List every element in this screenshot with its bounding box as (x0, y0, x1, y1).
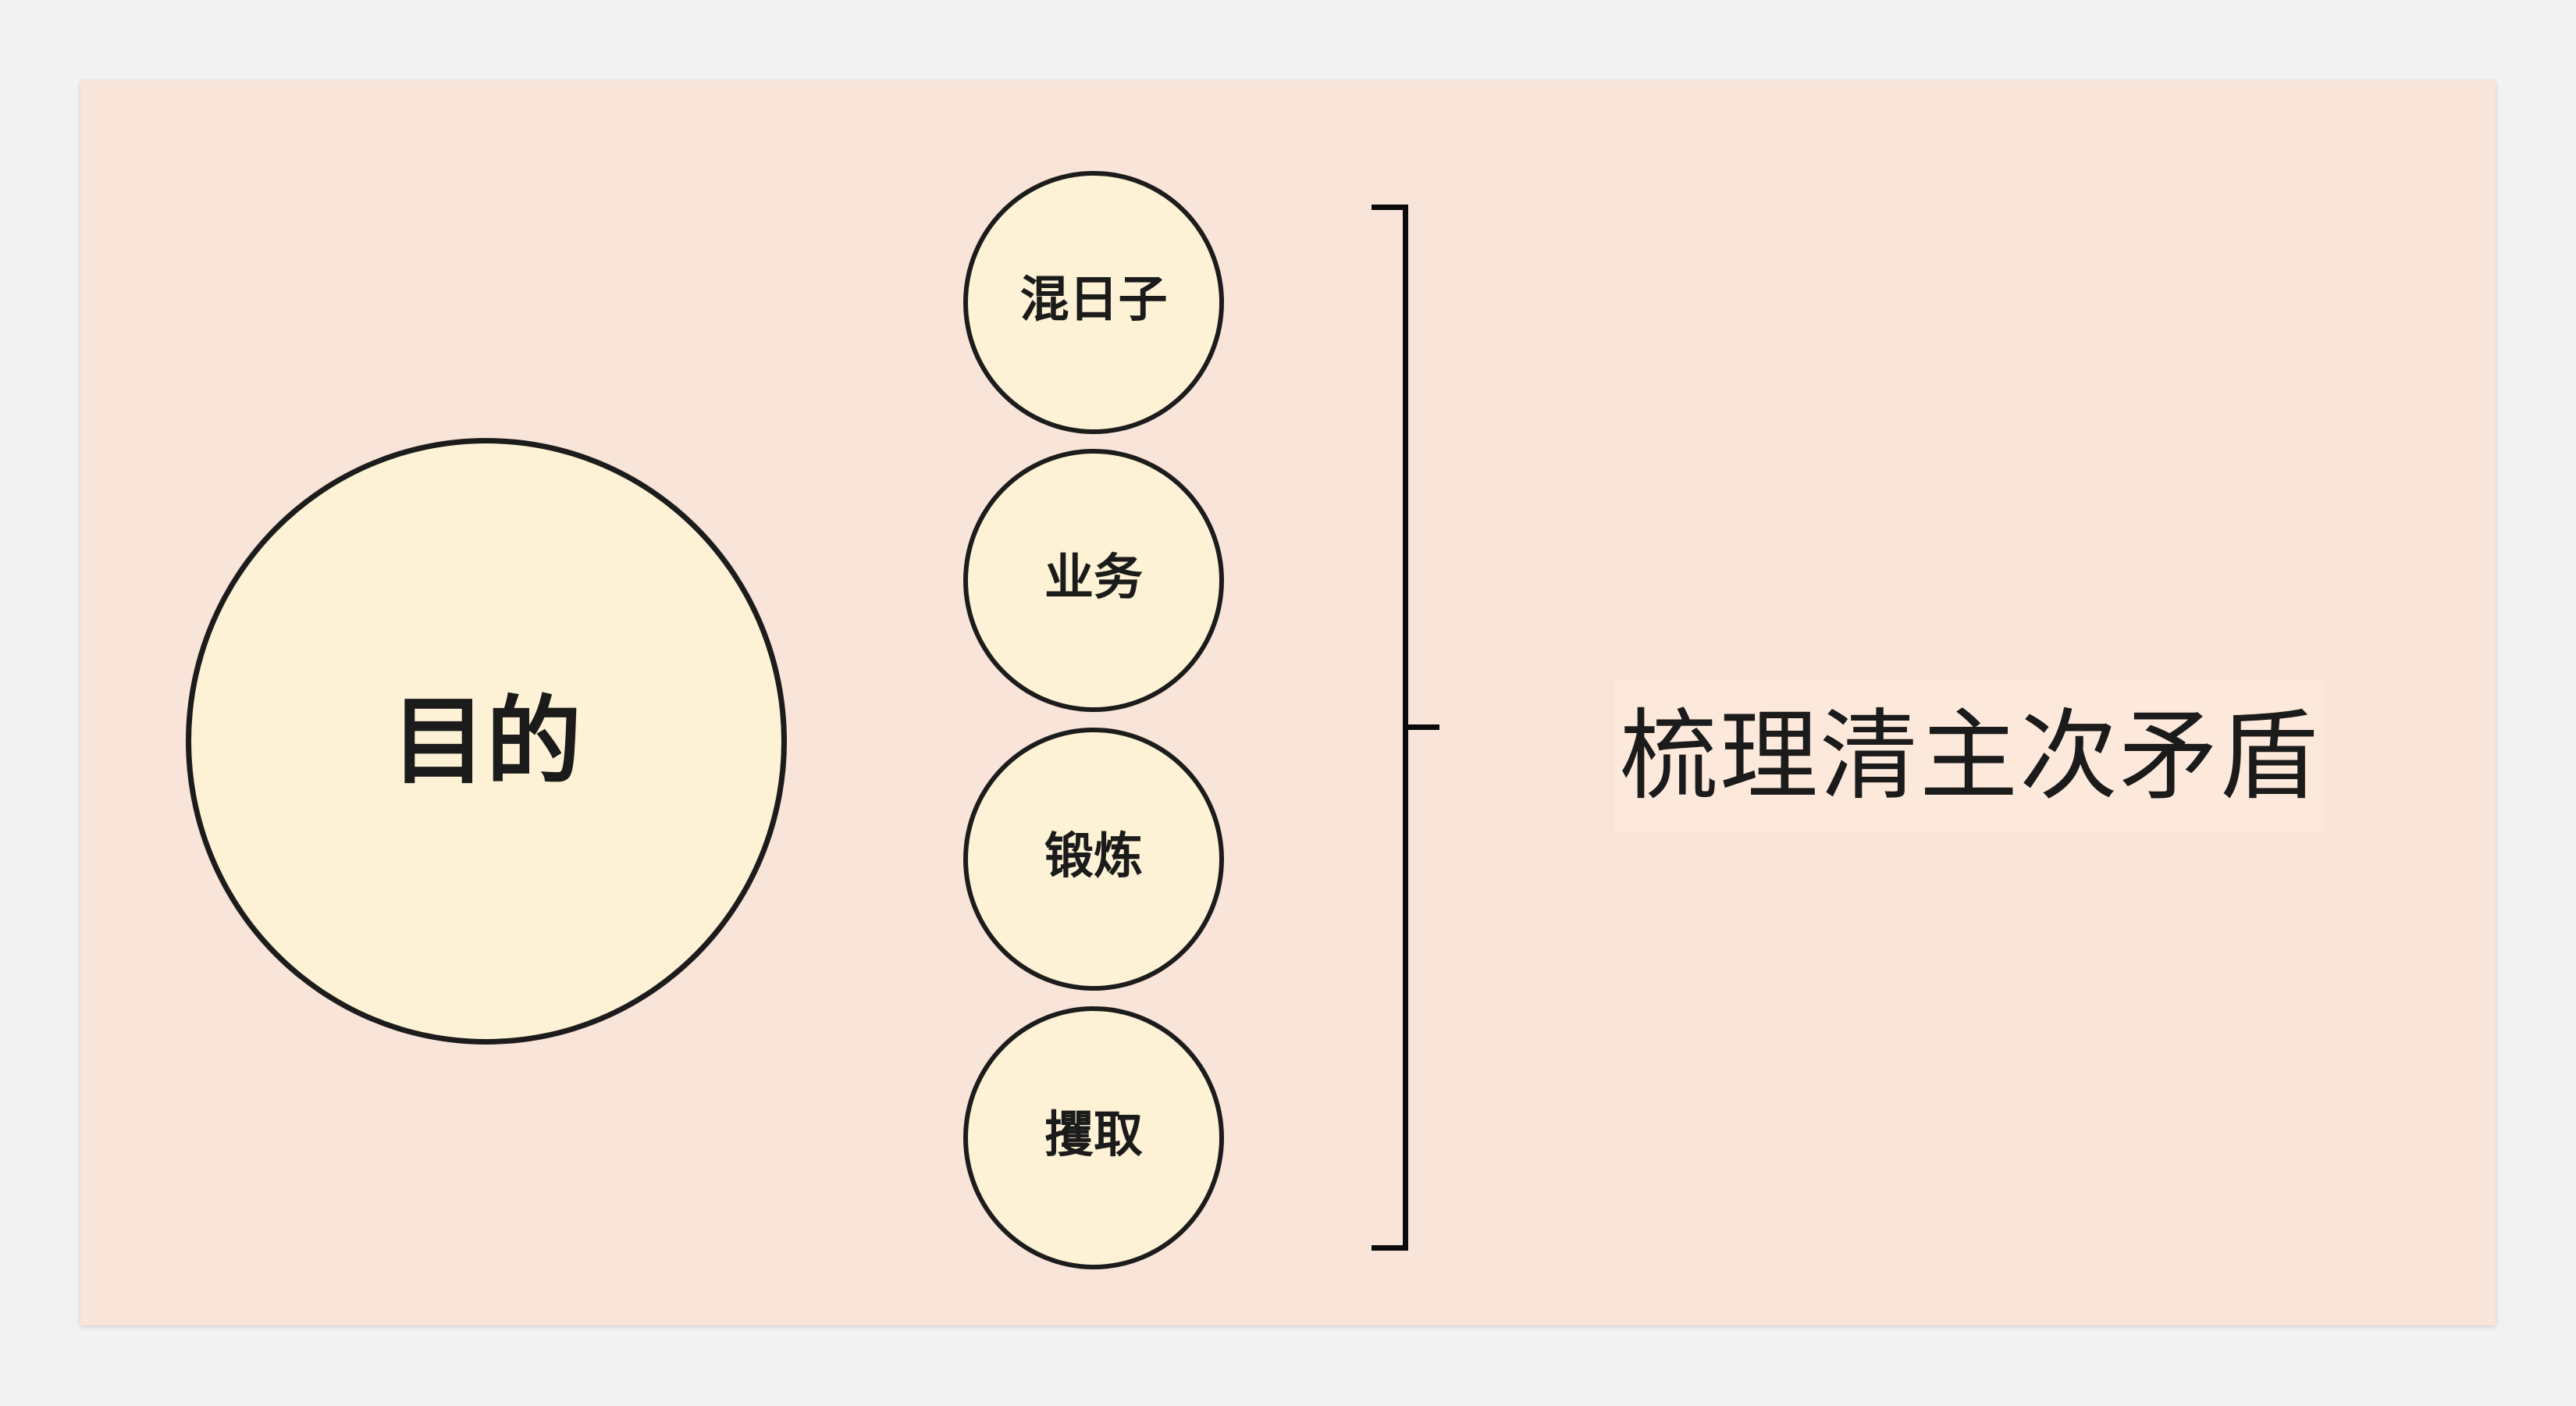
main-circle-purpose[interactable]: 目的 (186, 438, 787, 1045)
sub-circle-label: 混日子 (1019, 271, 1168, 328)
bracket-bottom-arm (1372, 1245, 1408, 1251)
sub-circle-label: 攫取 (1044, 1106, 1143, 1163)
sub-circle-1[interactable]: 混日子 (963, 171, 1224, 434)
main-circle-label: 目的 (391, 685, 582, 797)
bracket-top-arm (1372, 205, 1408, 210)
sub-circle-3[interactable]: 锻炼 (963, 728, 1224, 991)
bracket-center-tick (1403, 724, 1439, 730)
result-text-box[interactable]: 梳理清主次矛盾 (1615, 681, 2324, 832)
sub-circle-label: 业务 (1044, 549, 1143, 606)
sub-circle-4[interactable]: 攫取 (963, 1006, 1224, 1269)
sub-circle-2[interactable]: 业务 (963, 449, 1224, 712)
result-label: 梳理清主次矛盾 (1620, 699, 2319, 813)
sub-circle-label: 锻炼 (1044, 828, 1143, 885)
